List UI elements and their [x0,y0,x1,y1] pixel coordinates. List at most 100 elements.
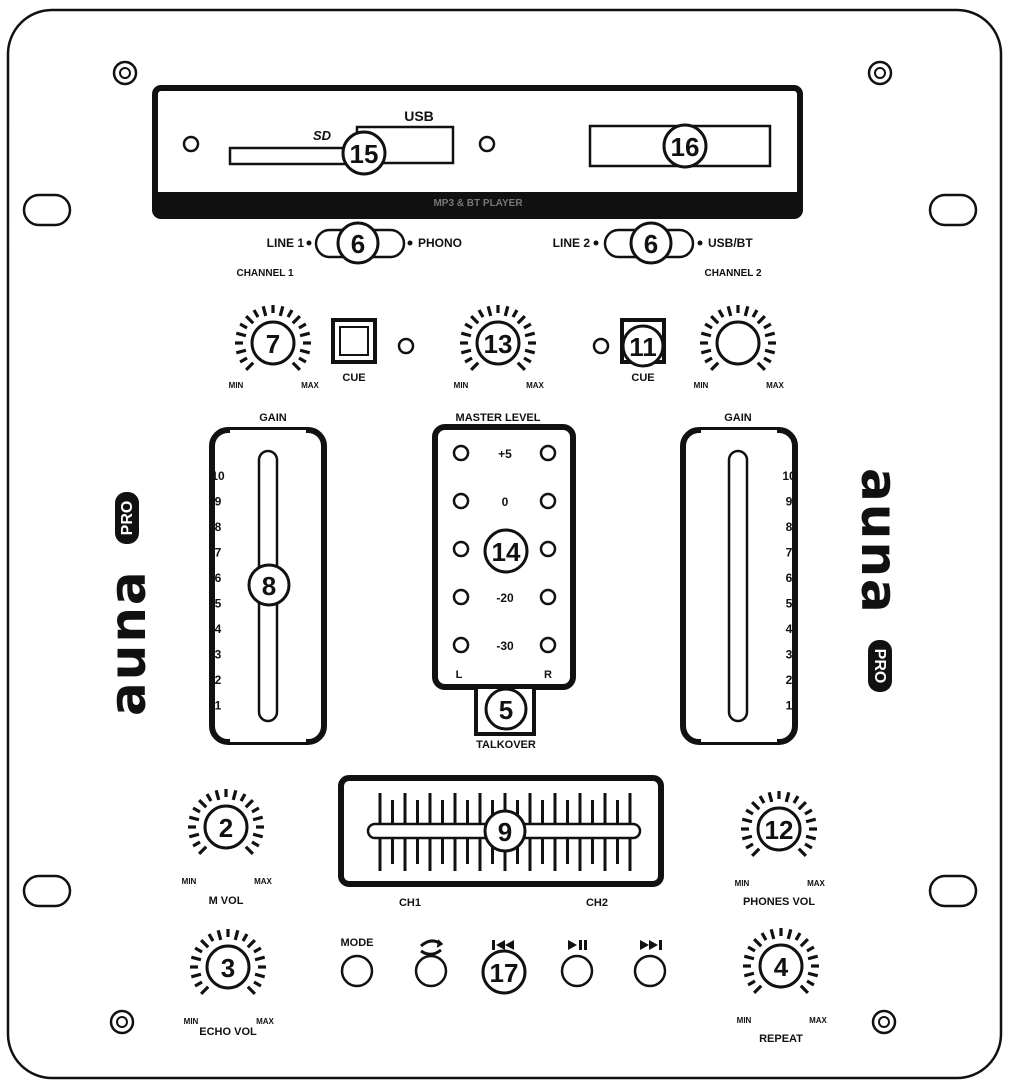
fader-scale-mark: 9 [215,495,222,509]
input-selector-channel-2[interactable]: LINE 2 USB/BT 6 CHANNEL 2 [553,221,762,279]
knob-tick [752,937,763,948]
crossfader-ch2-label: CH2 [586,897,608,909]
knob-tick [743,971,755,978]
meter-led-right [539,492,557,510]
knob-tick [254,972,266,979]
knob-tick [460,348,472,355]
repeat-min: MIN [737,1016,752,1025]
fader-scale-mark: 3 [786,648,793,662]
usb-label: USB [404,108,434,124]
knob-tick [523,356,532,364]
fader-scale-mark: 8 [215,520,222,534]
fader-scale-mark: 7 [786,546,793,560]
knob-tick [807,971,819,978]
mic-volume-knob[interactable]: 2 MIN MAX M VOL [182,789,273,907]
callout-5: 5 [499,695,513,725]
input-selector-channel-1[interactable]: LINE 1 PHONO 6 CHANNEL 1 [236,221,462,279]
knob-tick [704,356,713,364]
knob-tick [207,933,215,942]
meter-led-right [539,588,557,606]
knob-tick [784,791,791,803]
knob-tick [190,972,202,979]
knob-tick [769,928,776,940]
callout-6-left: 6 [351,229,365,259]
fader-scale-mark: 9 [786,495,793,509]
fader-scale-mark: 1 [786,699,793,713]
play-pause-button[interactable] [560,954,594,988]
knob-tick [460,331,472,338]
knob-tick [486,305,493,317]
fader-scale-mark: 6 [786,571,793,585]
knob-tick [804,808,813,816]
knob-tick [188,815,200,822]
mvol-label: M VOL [209,895,244,907]
callout-15: 15 [350,139,379,169]
brand-badge-left: PRO [119,501,136,536]
phones-label: PHONES VOL [743,896,815,908]
fader-scale-mark: 10 [782,469,796,483]
meter-level-label: -20 [496,591,514,605]
brand-name-right: auna [850,468,908,615]
callout-7: 7 [266,329,280,359]
sd-card-slot[interactable] [228,146,352,166]
callout-2: 2 [219,813,233,843]
repeat-knob[interactable]: 4 MIN MAX REPEAT [737,928,828,1045]
fader-scale-mark: 5 [786,597,793,611]
meter-led-left [452,492,470,510]
mode-button[interactable] [340,954,374,988]
knob-tick [239,793,247,802]
level-meter: +50-20-30 14 L R [432,424,576,690]
knob-tick [244,314,255,325]
knob-tick [199,985,210,996]
fader-scale-mark: 6 [215,571,222,585]
master-level-knob[interactable]: 13 MIN MAX MASTER LEVEL [454,305,545,424]
cue-button-channel-2[interactable]: 11 CUE [620,318,666,384]
crossfader[interactable]: 9 CH1 CH2 [338,775,664,909]
meter-level-label: -30 [496,639,514,653]
knob-tick [188,832,200,839]
knob-tick [239,356,248,364]
knob-tick [709,361,720,372]
gain-2-max: MAX [766,381,784,390]
phones-max: MAX [807,879,825,888]
knob-tick [199,938,210,949]
knob-tick [743,305,750,317]
knob-tick [750,800,761,811]
gain-2-min: MIN [694,381,709,390]
meter-led-right [539,636,557,654]
meter-level-label: +5 [498,447,512,461]
knob-tick [751,309,759,318]
meter-led-right [539,540,557,558]
knob-tick [244,798,255,809]
knob-tick [747,979,756,987]
knob-tick [235,331,247,338]
knob-tick [194,980,203,988]
knob-tick [799,984,810,995]
knob-tick [760,932,768,941]
knob-tick [806,979,815,987]
gain-knob-channel-2[interactable]: MIN MAX GAIN [694,305,785,424]
knob-tick [524,331,536,338]
echo-volume-knob[interactable]: 3 MIN MAX ECHO VOL [184,929,275,1038]
skip-next-button[interactable] [633,954,667,988]
phones-volume-knob[interactable]: 12 MIN MAX PHONES VOL [735,791,826,908]
channel-2-fader[interactable] [680,427,798,745]
repeat-label: REPEAT [759,1033,803,1045]
brand-logo-left: auna PRO [99,492,157,716]
callout-14: 14 [492,537,521,567]
cue-button-channel-1[interactable]: CUE [331,318,377,384]
knob-tick [252,815,264,822]
knob-tick [799,937,810,948]
knob-tick [704,322,713,330]
crossfader-ch1-label: CH1 [399,897,421,909]
callout-13: 13 [484,329,513,359]
channel-1-fader[interactable]: 8 [209,427,327,745]
repeat-button[interactable] [414,954,448,988]
talkover-button[interactable]: 5 TALKOVER [474,685,536,751]
mvol-min: MIN [182,877,197,886]
fader-scale-mark: 2 [215,673,222,687]
knob-tick [516,314,527,325]
gain-knob-channel-1[interactable]: 7 MIN MAX GAIN [229,305,320,424]
